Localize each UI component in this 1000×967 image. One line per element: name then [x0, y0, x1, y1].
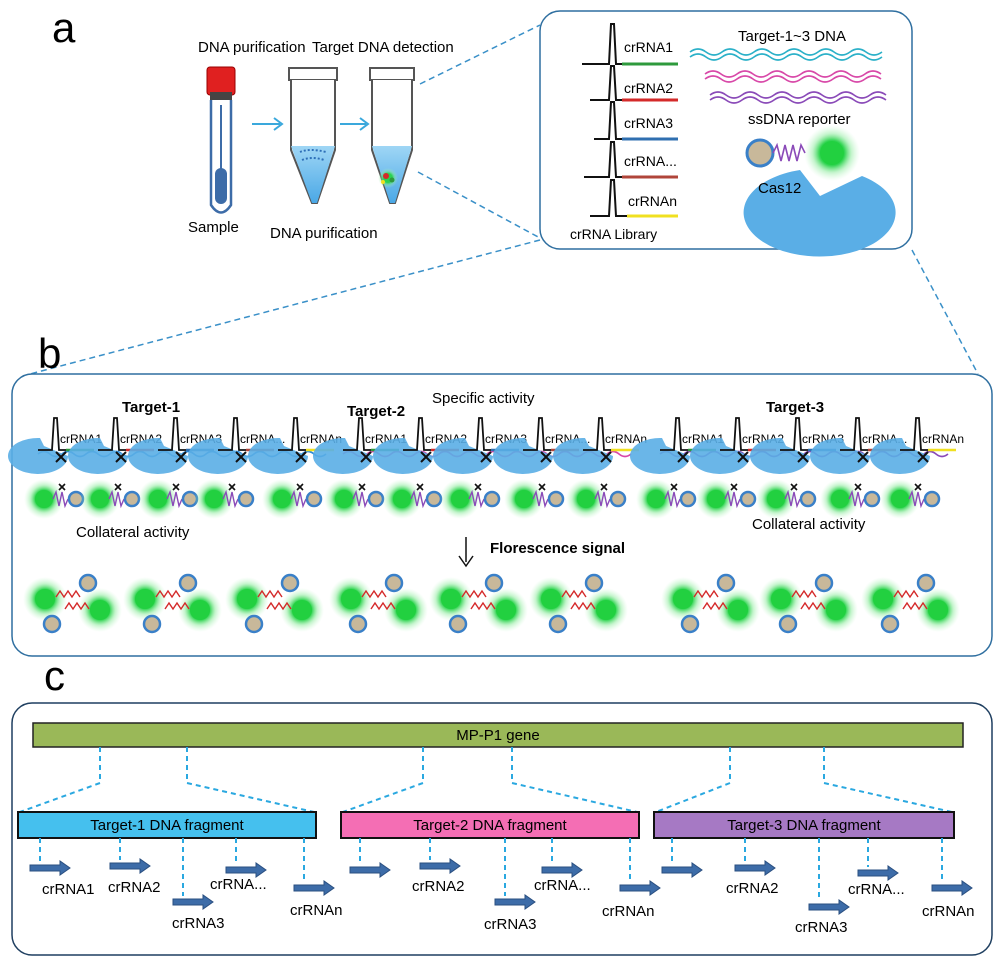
panel-label-c: c	[44, 652, 65, 699]
panel-label-a: a	[52, 4, 76, 51]
target-2-label: Target-2	[347, 403, 405, 420]
collateral-activity-right: Collateral activity	[752, 516, 866, 533]
zoom-connector	[418, 172, 540, 238]
purification-tube-icon	[289, 68, 337, 203]
crrna-label-3: crRNA3	[624, 115, 673, 131]
flow-arrow-icon	[252, 118, 282, 130]
crrna-label: crRNA...	[534, 877, 591, 894]
zoom-connector	[30, 240, 540, 374]
crrna-label: crRNAn	[290, 902, 343, 919]
collateral-activity-left: Collateral activity	[76, 524, 190, 541]
crrna-label-2: crRNA2	[624, 80, 673, 96]
fluorescence-signal-label: Florescence signal	[490, 540, 625, 557]
sample-tube-icon	[207, 67, 235, 213]
crrna-label: crRNA2	[108, 879, 161, 896]
flow-arrow-icon	[340, 118, 368, 130]
crrna-label: crRNA3	[795, 919, 848, 936]
sample-label: Sample	[188, 219, 239, 236]
crrna-label: crRNAn	[602, 903, 655, 920]
crrna-label-5: crRNAn	[628, 193, 677, 209]
cas12-label: Cas12	[758, 180, 801, 197]
crrna-label: crRNA...	[210, 876, 267, 893]
fragment-label: Target-2 DNA fragment	[413, 817, 567, 834]
crrna-label: crRNA3	[172, 915, 225, 932]
dna-purification-title: DNA purification	[198, 39, 306, 56]
crrna-label-4: crRNA...	[624, 153, 677, 169]
crrna-label: crRNA2	[726, 880, 779, 897]
crrna-label: crRNA3	[484, 916, 537, 933]
target-detection-title: Target DNA detection	[312, 39, 454, 56]
crrna-label: crRNAn	[922, 903, 975, 920]
crrna-label: crRNA...	[848, 881, 905, 898]
complex-crrna-label: crRNAn	[922, 432, 964, 446]
target-3-label: Target-3	[766, 399, 824, 416]
target-dna-label: Target-1~3 DNA	[738, 28, 846, 45]
panel-label-b: b	[38, 330, 61, 377]
gene-label: MP-P1 gene	[456, 727, 539, 744]
fragment-label: Target-3 DNA fragment	[727, 817, 881, 834]
fragment-label: Target-1 DNA fragment	[90, 817, 244, 834]
dna-purification-bottom-label: DNA purification	[270, 225, 378, 242]
crrna-label: crRNA1	[42, 881, 95, 898]
crrna-library-label: crRNA Library	[570, 226, 657, 242]
crrna-label: crRNA2	[412, 878, 465, 895]
zoom-connector	[912, 250, 978, 374]
target-1-label: Target-1	[122, 399, 180, 416]
detection-tube-icon	[370, 68, 414, 203]
crrna-label-1: crRNA1	[624, 39, 673, 55]
specific-activity-label: Specific activity	[432, 390, 535, 407]
